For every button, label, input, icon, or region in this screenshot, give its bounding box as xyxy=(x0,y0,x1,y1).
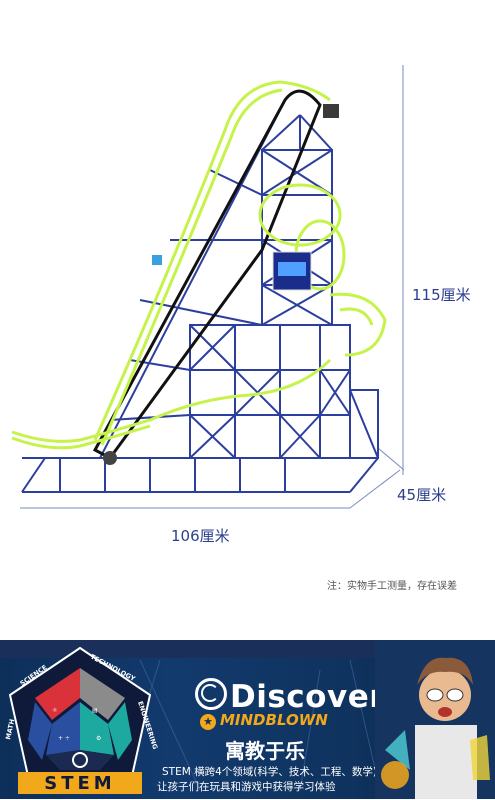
product-image-area: 115厘米 45厘米 106厘米 注：实物手工测量，存在误差 xyxy=(11,65,471,592)
engineering-segment xyxy=(108,702,132,760)
roller-coaster-illustration xyxy=(11,65,405,509)
banner-tagline: 寓教于乐 xyxy=(225,739,305,763)
svg-text:⚙: ⚙ xyxy=(96,735,101,742)
kid-scientist-photo xyxy=(375,640,495,799)
coaster-track xyxy=(11,80,387,450)
ring-label-math: MATH xyxy=(4,718,16,740)
stem-label-bar xyxy=(18,772,142,794)
measurement-note: 注：实物手工测量，存在误差 xyxy=(327,581,457,592)
stem-badge: ⚛ ▤ + ÷ ⚙ SCIENCE TECHNOLOGY ENGINEERING… xyxy=(4,646,159,794)
svg-text:▤: ▤ xyxy=(92,707,98,714)
banner-top-stripe xyxy=(0,640,495,658)
science-segment xyxy=(35,668,80,720)
stem-description-line-1: STEM 横跨4个领域(科学、技术、工程、数学) xyxy=(162,766,377,778)
center-bottom xyxy=(46,750,114,770)
depth-dimension-label: 45厘米 xyxy=(397,486,447,504)
coaster-car xyxy=(323,104,339,118)
math-center xyxy=(46,702,80,755)
discovery-globe-icon xyxy=(195,678,227,710)
lift-chain xyxy=(92,89,322,460)
stem-description-line-2: 让孩子们在玩具和游戏中获得学习体验 xyxy=(157,781,336,793)
stem-label-text: STEM xyxy=(44,773,115,794)
technology-segment xyxy=(80,668,125,720)
dimension-guides xyxy=(20,65,405,509)
svg-text:⚛: ⚛ xyxy=(52,707,57,714)
svg-text:+ ÷: + ÷ xyxy=(58,735,70,742)
width-dimension-label: 106厘米 xyxy=(171,527,230,545)
mindblown-text: MINDBLOWN xyxy=(220,711,328,729)
math-segment xyxy=(28,702,52,760)
badge-logo-icon xyxy=(72,752,88,768)
engineering-center xyxy=(80,702,114,755)
mindblown-star-icon: ★ xyxy=(200,714,216,730)
mindblown-logo: ★MINDBLOWN xyxy=(200,711,328,730)
coaster-frame xyxy=(21,109,379,493)
height-dimension-label: 115厘米 xyxy=(412,286,471,304)
